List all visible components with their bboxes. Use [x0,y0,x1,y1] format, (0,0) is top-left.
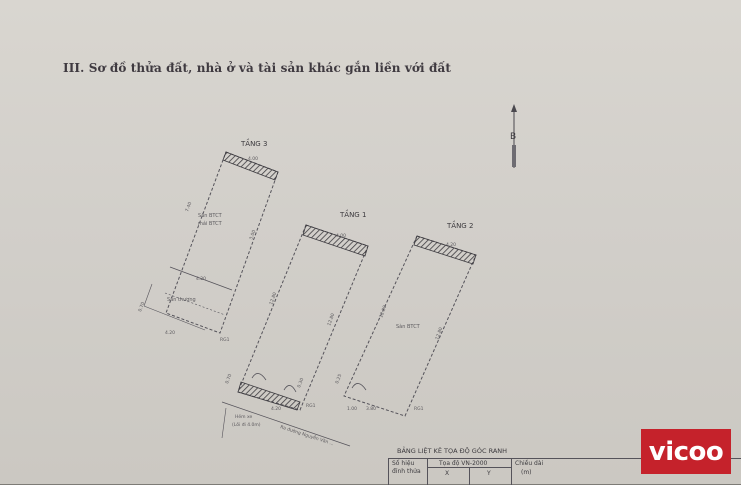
floor1-plan: TẦNG 1 4.00 12.80 12.80 4.20 0.70 0.30 H… [221,209,369,447]
floor3-dim-mid: 4.20 [196,276,206,282]
floor3-dim-corner: 0.70 [137,301,146,313]
floor1-alley-label-1: Hẻm xe [235,413,252,420]
floor3-dim-left: 7.40 [184,201,193,213]
floor2-room-label: Sàn BTCT [396,323,421,330]
floor2-dim-bottom-2: 3.80 [366,406,376,412]
floor2-title: TẦNG 2 [446,220,473,230]
floor1-dim-left: 12.80 [268,291,278,305]
floor1-dim-top: 4.00 [336,233,346,239]
floor3-point-mark: RG1 [220,337,230,343]
floor2-dim-bottom-1: 1.00 [347,406,357,412]
floor2-dim-left: 12.80 [378,304,388,318]
floor3-room-label-2: mái BTCT [198,220,223,227]
floor2-dim-side: 0.25 [334,373,343,385]
floor1-street-label: Ra đường Nguyễn Văn ... [279,423,334,447]
floor1-dim-right: 12.80 [326,312,336,326]
coord-table-col-y: Y [487,470,491,477]
floor3-plan: TẦNG 3 Sàn BTCT mái BTCT Sân thượng 4.00… [137,138,279,343]
coord-table-title: BẢNG LIỆT KÊ TỌA ĐỘ GÓC RANH [397,447,508,455]
coord-table-col-point: Số hiệu [392,460,415,467]
coord-table-col-point-2: đỉnh thửa [392,468,421,475]
north-arrow-icon: B [510,104,517,168]
vicoo-logo: vicoo [641,429,731,474]
coord-table-col-coords: Tọa độ VN-2000 [439,460,488,467]
coord-table-col-len: Chiều dài [515,460,544,467]
floor3-dim-bottom: 4.20 [165,330,175,336]
logo-text: vicoo [648,436,724,467]
floor1-dim-side-2: 0.30 [296,377,305,389]
floor2-dim-top: 4.20 [446,242,456,248]
section-heading: III. Sơ đồ thửa đất, nhà ở và tài sản kh… [63,61,451,75]
floor1-point-mark: RG1 [306,403,316,409]
floor3-room-label-1: Sàn BTCT [198,212,223,219]
floor3-dim-top: 4.00 [248,156,258,162]
floor3-title: TẦNG 3 [240,138,267,148]
floor1-title: TẦNG 1 [339,209,366,219]
north-label: B [510,132,516,142]
floor1-dim-side-1: 0.70 [224,373,233,385]
floor2-dim-right: 12.80 [434,326,444,340]
coord-table-col-len-unit: (m) [521,469,532,476]
floor2-plan: TẦNG 2 Sàn BTCT 4.20 12.80 12.80 1.00 3.… [334,220,477,417]
floor2-point-mark: RG1 [414,406,424,412]
floor3-dim-right: 3.00 [248,229,257,241]
coord-table-col-x: X [445,470,450,477]
floor1-dim-bottom: 4.20 [271,406,281,412]
floor1-alley-label-2: (Lối đi 4.0m) [232,421,261,428]
coord-table: Số hiệu đỉnh thửa Tọa độ VN-2000 X Y Chi… [388,458,741,485]
floor3-terrace-label: Sân thượng [167,296,196,303]
